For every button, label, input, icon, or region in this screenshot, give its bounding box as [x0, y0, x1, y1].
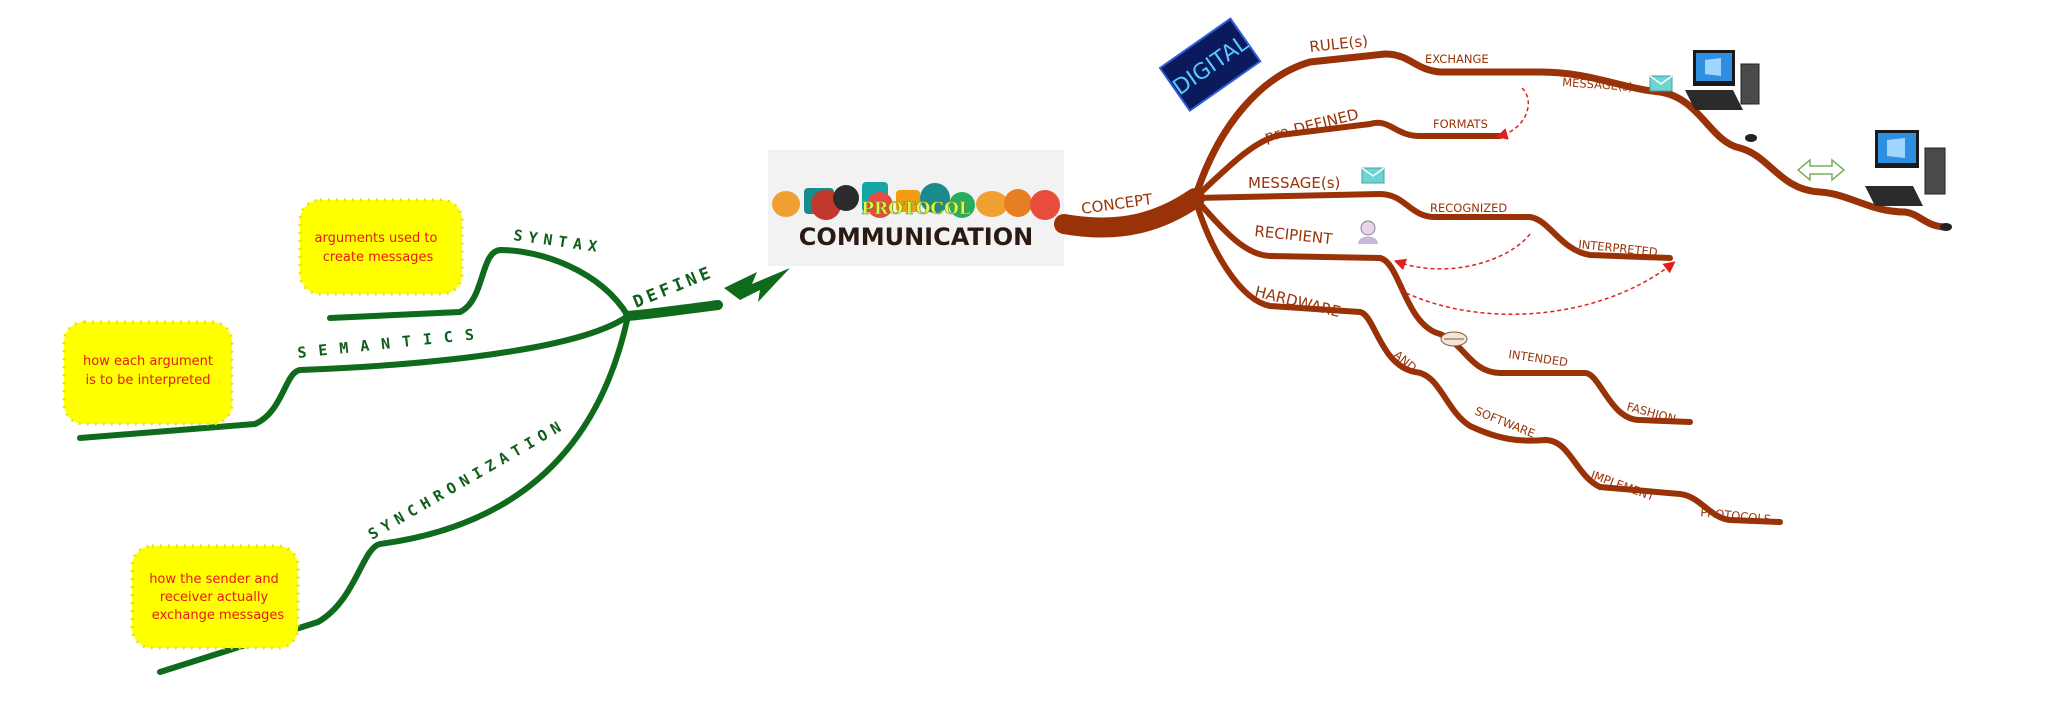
hand-icon [1440, 331, 1468, 347]
digital-sign: DIGITAL [1158, 17, 1262, 112]
word-recipient: RECIPIENT [1254, 222, 1334, 248]
word-rules: RULE(s) [1309, 32, 1369, 56]
central-title: COMMUNICATION [799, 223, 1033, 251]
central-subtitle: PROTOCOL [861, 199, 971, 219]
speech-bubbles [772, 182, 1060, 220]
dashed-links [1393, 87, 1676, 315]
note-semantics: how each argument is to be interpreted [62, 320, 234, 426]
word-predefined: pre-DEFINED [1263, 105, 1361, 146]
note-sync-line-1: how the sender and [149, 572, 279, 587]
envelope-icon [1361, 167, 1385, 184]
word-messages: MESSAGE(s) [1248, 174, 1340, 192]
computer-icon [1865, 130, 1952, 231]
word-hardware: HARDWARE [1253, 282, 1342, 321]
note-sync-line-2: receiver actually [160, 590, 269, 605]
note-semantics-line-2: is to be interpreted [85, 373, 210, 388]
note-synchronization: how the sender and receiver actually exc… [130, 544, 300, 650]
word-recognized: RECOGNIZED [1430, 201, 1507, 215]
word-formats: FORMATS [1433, 117, 1488, 131]
word-software: SOFTWARE [1473, 404, 1537, 441]
word-exchange: EXCHANGE [1425, 52, 1489, 66]
envelope-icon [1649, 75, 1673, 92]
note-syntax-line-2: create messages [323, 250, 434, 265]
word-messages-top: MESSAGE(s) [1562, 75, 1634, 94]
note-sync-line-3: exchange messages [152, 608, 285, 623]
concept-branch [1054, 50, 1949, 525]
user-icon [1358, 220, 1378, 244]
note-semantics-line-1: how each argument [83, 354, 213, 369]
note-syntax-line-1: arguments used to [315, 231, 438, 246]
define-branch [77, 246, 723, 675]
define-arrow [724, 268, 790, 302]
double-arrow-icon [1796, 158, 1846, 182]
central-image: PROTOCOL COMMUNICATION [768, 150, 1064, 266]
note-syntax: arguments used to create messages [298, 198, 464, 296]
computer-icon [1685, 50, 1760, 142]
word-intended: INTENDED [1508, 347, 1569, 369]
